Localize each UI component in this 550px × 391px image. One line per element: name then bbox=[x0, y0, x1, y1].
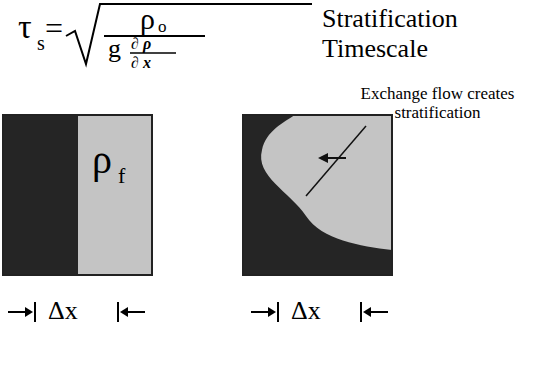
right-tank bbox=[243, 115, 392, 275]
dimension-tick bbox=[360, 302, 362, 322]
density-label: ρ bbox=[92, 140, 112, 180]
left-tank bbox=[3, 115, 152, 275]
tank-outline bbox=[3, 115, 152, 275]
formula-lines bbox=[66, 4, 312, 64]
dimension-arrow bbox=[126, 311, 145, 313]
dimension-tick bbox=[117, 302, 119, 322]
density-subscript: f bbox=[118, 165, 125, 187]
root-sign bbox=[66, 4, 312, 64]
formula-subscript: s bbox=[37, 33, 45, 53]
annotation: Exchange flow creates stratification bbox=[335, 84, 540, 122]
formula-symbol: ∂ x bbox=[131, 55, 151, 71]
formula-symbol: τ bbox=[18, 10, 32, 44]
salt-water bbox=[3, 115, 78, 275]
salt-water bbox=[243, 115, 392, 275]
flow-arrowhead bbox=[318, 153, 328, 163]
dimension-arrow bbox=[251, 311, 270, 313]
dimension-label: Δx bbox=[291, 298, 321, 324]
fraction-bar bbox=[130, 52, 176, 54]
dimension-arrow bbox=[8, 311, 27, 313]
formula-symbol: ρ bbox=[140, 4, 155, 34]
formula-symbol: ∂ ρ bbox=[131, 36, 151, 52]
dimension-label: Δx bbox=[48, 298, 78, 324]
formula-subscript: o bbox=[158, 18, 167, 35]
dimension-tick bbox=[34, 302, 36, 322]
dimension-tick bbox=[277, 302, 279, 322]
dimension-arrowhead bbox=[25, 307, 33, 317]
fresh-water bbox=[261, 115, 392, 250]
formula-symbol: = bbox=[45, 12, 63, 44]
flow-arrow bbox=[326, 157, 346, 159]
dimension-arrow bbox=[369, 311, 388, 313]
leader-line bbox=[306, 126, 366, 196]
dimension-arrowhead bbox=[268, 307, 276, 317]
diagram-title: Stratification Timescale bbox=[322, 4, 502, 64]
formula-symbol: g bbox=[108, 36, 121, 62]
fresh-water bbox=[3, 115, 152, 275]
tank-outline bbox=[243, 115, 392, 275]
